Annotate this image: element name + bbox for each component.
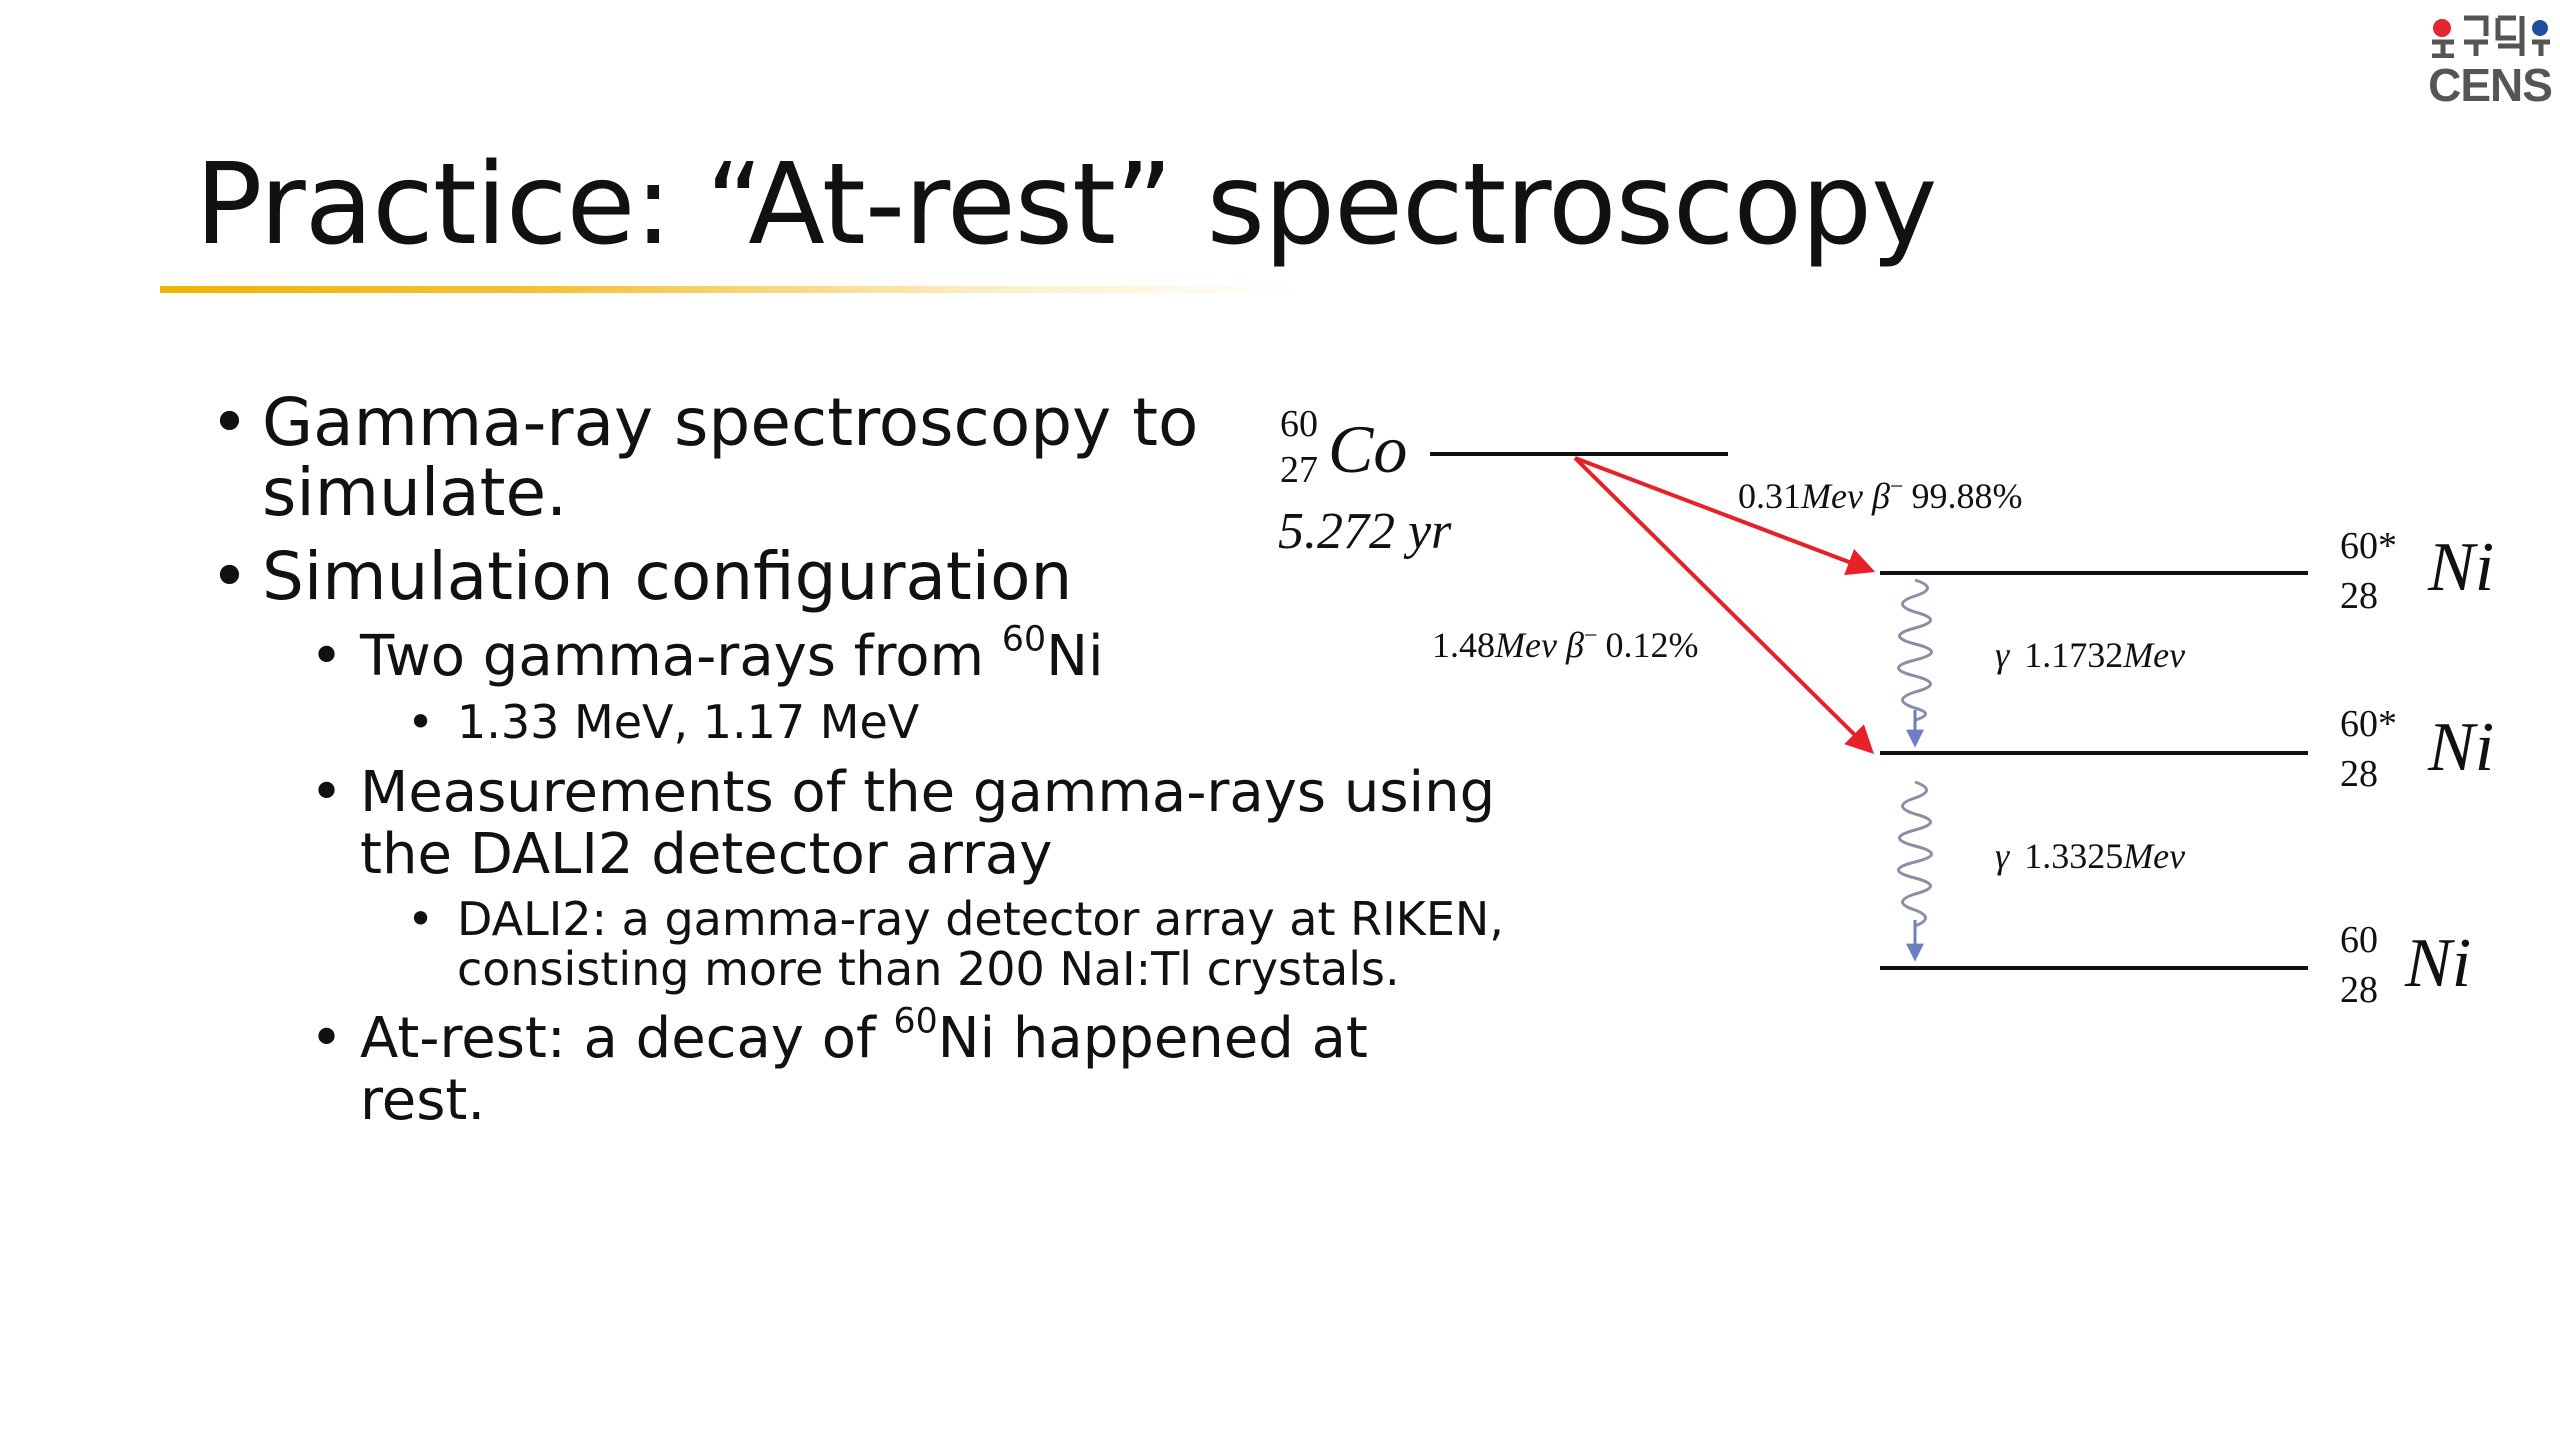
bullet-text: DALI2: a gamma-ray detector array at RIK… (457, 892, 1504, 996)
mass-number: 60 (1001, 619, 1047, 660)
beta-arrow-1 (1574, 456, 1876, 576)
bullet-dot: • (407, 695, 435, 749)
element-symbol: Ni (1046, 624, 1104, 689)
bullet-text: Gamma-ray spectroscopy to simulate. (262, 384, 1199, 531)
bullet-list: • Gamma-ray spectroscopy to simulate. • … (210, 388, 1540, 1140)
beta2-branch: 0.12% (1605, 625, 1698, 665)
gamma-arrow-1 (1897, 578, 1933, 748)
korean-logo-glyphs (2432, 15, 2550, 58)
beta2-charge: − (1584, 623, 1598, 649)
gamma2-energy: 1.3325 (2024, 836, 2123, 876)
bullet-dot: • (210, 384, 249, 461)
beta1-branch: 99.88% (1911, 476, 2022, 516)
bullet-text-post: Ni happened at rest. (360, 1006, 1368, 1133)
gamma1-energy: 1.1732 (2024, 635, 2123, 675)
ni1-symbol: Ni (2427, 529, 2494, 606)
gamma2-unit: Mev (2122, 836, 2185, 876)
ni-label-ground: 60 28 Ni (2340, 919, 2471, 1011)
ni3-z: 28 (2340, 969, 2378, 1011)
slide-title: Practice: “At-rest” spectroscopy (195, 140, 1937, 270)
beta1-unit: Mev (1800, 476, 1863, 516)
beta2-unit: Mev (1494, 625, 1557, 665)
beta1-charge: − (1890, 474, 1904, 500)
beta2-label: 1.48Mev β−0.12% (1432, 623, 1698, 665)
parent-atomic-number: 27 (1280, 449, 1318, 491)
gamma2-symbol: γ (1995, 836, 2010, 876)
bullet-gamma-energies: • 1.33 MeV, 1.17 MeV (210, 696, 1540, 748)
beta1-label: 0.31Mev β−99.88% (1738, 474, 2022, 516)
ni2-symbol: Ni (2427, 709, 2494, 786)
ni1-z: 28 (2340, 575, 2378, 617)
gamma1-symbol: γ (1995, 635, 2010, 675)
bullet-simulation-config: • Simulation configuration (210, 542, 1540, 612)
bullet-dot: • (310, 760, 344, 825)
beta-arrow-2 (1573, 456, 1874, 754)
bullet-dali2: • DALI2: a gamma-ray detector array at R… (210, 894, 1637, 994)
ni-label-middle: 60* 28 Ni (2340, 703, 2494, 795)
beta2-particle: β (1565, 625, 1584, 665)
ni1-mass: 60* (2340, 525, 2397, 567)
bullet-text-pre: Two gamma-rays from (360, 624, 1002, 689)
gamma2-label: γ 1.3325Mev (1995, 836, 2185, 876)
title-underline (160, 286, 1300, 293)
bullet-gamma-spectroscopy: • Gamma-ray spectroscopy to simulate. (210, 388, 1282, 528)
cens-logo: CENS (2420, 6, 2560, 116)
parent-symbol: Co (1328, 411, 1407, 487)
gamma-arrow-2 (1897, 780, 1933, 962)
ni3-symbol: Ni (2404, 925, 2471, 1002)
mass-number: 60 (893, 1001, 938, 1042)
logo-text: CENS (2428, 59, 2553, 111)
bullet-at-rest: • At-rest: a decay of 60Ni happened at r… (210, 1004, 1450, 1133)
bullet-measurements: • Measurements of the gamma-rays using t… (210, 762, 1520, 886)
bullet-dot: • (210, 538, 249, 615)
bullet-dot: • (310, 624, 344, 689)
parent-nuclide-label: 60 27 Co 5.272 yr (1278, 403, 1452, 560)
bullet-dot: • (407, 892, 435, 946)
beta1-energy: 0.31 (1738, 476, 1801, 516)
beta1-particle: β (1871, 476, 1890, 516)
gamma1-unit: Mev (2122, 635, 2185, 675)
bullet-two-gamma-rays: • Two gamma-rays from 60Ni (210, 622, 1540, 689)
bullet-text: Measurements of the gamma-rays using the… (360, 760, 1496, 887)
ni3-mass: 60 (2340, 919, 2378, 961)
decay-scheme-diagram: 60 27 Co 5.272 yr 0.31Mev β−99.88% 1.48M… (1278, 403, 2494, 1011)
beta2-energy: 1.48 (1432, 625, 1495, 665)
ni-label-upper: 60* 28 Ni (2340, 525, 2494, 617)
bullet-dot: • (310, 1006, 344, 1071)
bullet-text: Simulation configuration (262, 538, 1073, 615)
parent-mass-number: 60 (1280, 403, 1318, 445)
ni2-mass: 60* (2340, 703, 2397, 745)
bullet-text-pre: At-rest: a decay of (360, 1006, 894, 1071)
ni2-z: 28 (2340, 753, 2378, 795)
bullet-text: 1.33 MeV, 1.17 MeV (457, 695, 920, 749)
parent-halflife: 5.272 yr (1278, 503, 1452, 560)
gamma1-label: γ 1.1732Mev (1995, 635, 2185, 675)
